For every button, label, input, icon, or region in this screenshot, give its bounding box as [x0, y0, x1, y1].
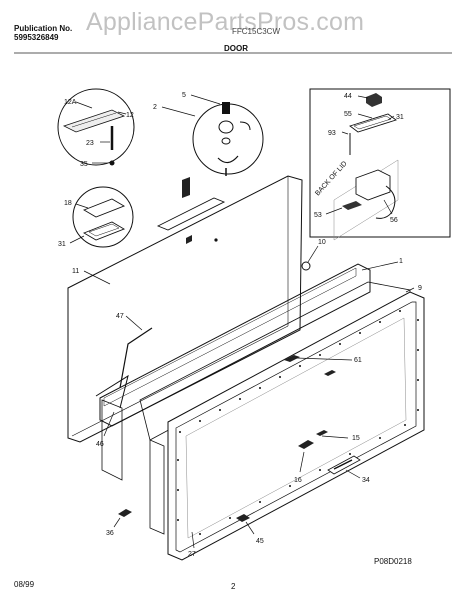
part-44 — [366, 93, 382, 107]
callout: 47 — [116, 313, 124, 320]
screw-35 — [109, 160, 115, 166]
handle-knob — [222, 102, 230, 114]
callout: 23 — [86, 140, 94, 147]
part-46 — [95, 374, 129, 409]
callout: 31 — [396, 114, 404, 121]
part-15 — [316, 430, 328, 436]
drawing-code: P08D0218 — [374, 557, 412, 566]
part-61 — [284, 355, 300, 362]
callout: 10 — [318, 239, 326, 246]
callout: 9 — [418, 285, 422, 292]
door-inner-liner — [167, 291, 425, 561]
part-47 — [119, 327, 153, 389]
callout: 12A — [64, 99, 77, 106]
callout: 5 — [182, 92, 186, 99]
callout: 36 — [106, 530, 114, 537]
callout: 56 — [390, 217, 398, 224]
callout: 18 — [64, 200, 72, 207]
door-handle-strip — [156, 197, 226, 231]
part-53 — [342, 201, 362, 210]
callout: 11 — [72, 268, 79, 275]
callout: 16 — [294, 477, 302, 484]
detail-circle-handle — [192, 103, 264, 175]
leader-lines — [69, 94, 415, 549]
callout: 55 — [344, 111, 352, 118]
hinge-cover-strip — [62, 109, 126, 133]
inset-back-of-lid — [309, 88, 451, 238]
watermark: AppliancePartsPros.com — [86, 8, 365, 36]
callout-labels: 12A 12 23 35 2 5 18 31 11 10 1 9 47 61 4… — [58, 92, 422, 558]
publication-label: Publication No. — [14, 24, 73, 33]
callout: 93 — [328, 130, 336, 137]
callout: 1 — [399, 258, 403, 265]
callout: 31 — [58, 241, 66, 248]
callout: 61 — [354, 357, 362, 364]
part-56-light-switch — [355, 169, 391, 201]
inset-label: BACK OF LID — [314, 160, 348, 197]
callout: 27 — [188, 551, 196, 558]
callout: 2 — [153, 104, 157, 111]
part-45 — [236, 514, 250, 522]
part-16 — [298, 440, 314, 449]
part-36 — [118, 509, 132, 517]
publication-number: 5995326849 — [14, 33, 59, 42]
liner-rivets — [177, 310, 419, 535]
callout: 35 — [80, 161, 88, 168]
detail-circle-hinge — [57, 88, 135, 166]
callout: 45 — [256, 538, 264, 545]
door-gasket — [99, 263, 371, 427]
detail-circle-lock — [72, 186, 134, 248]
footer-date: 08/99 — [14, 580, 35, 589]
section-title: DOOR — [224, 44, 248, 53]
footer-page: 2 — [231, 582, 236, 591]
callout: 34 — [362, 477, 370, 484]
callout: 46 — [96, 441, 104, 448]
part-10 — [301, 261, 311, 271]
callout: 15 — [352, 435, 360, 442]
callout: 53 — [314, 212, 322, 219]
callout: 12 — [126, 112, 134, 119]
model-number: FFC15C3CW — [232, 27, 281, 36]
callout: 44 — [344, 93, 352, 100]
